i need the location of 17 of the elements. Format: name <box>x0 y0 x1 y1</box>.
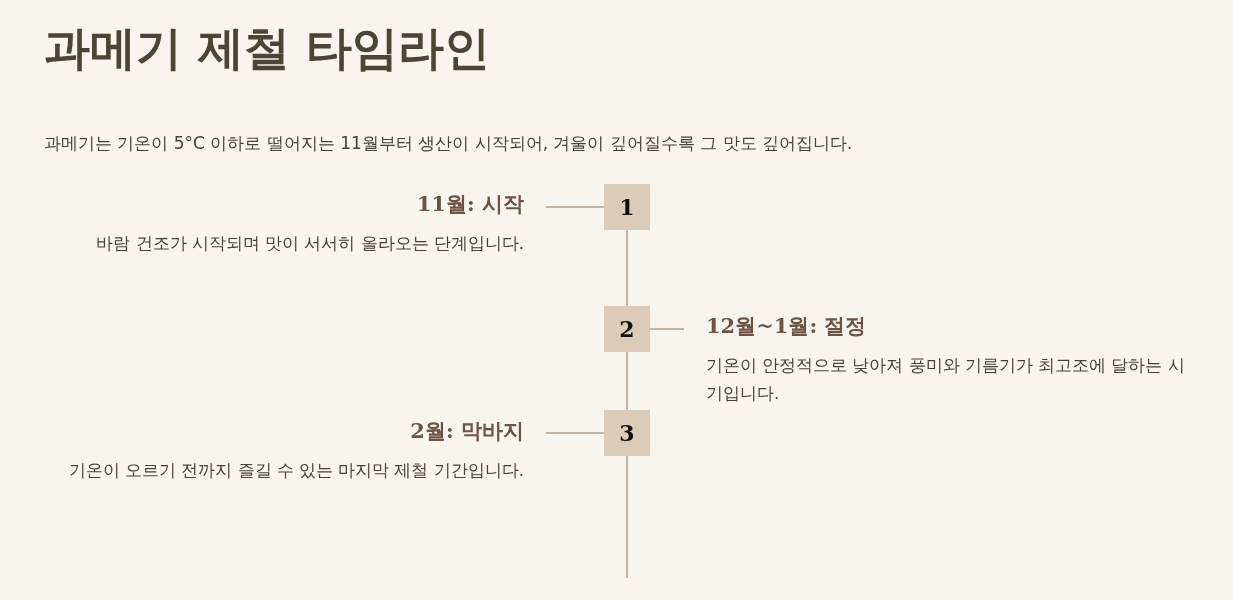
connector-line <box>545 206 605 208</box>
period-description: 기온이 안정적으로 낮아져 풍미와 기름기가 최고조에 달하는 시기입니다. <box>706 355 1186 405</box>
step-number-box: 1 <box>604 184 650 230</box>
timeline-line <box>626 351 628 411</box>
intro-text: 과메기는 기온이 5°C 이하로 떨어지는 11월부터 생산이 시작되어, 겨울이 깊어질수록 그 맛도 깊어집니다. <box>44 132 853 155</box>
period-heading: 11월: 시작 <box>415 190 524 218</box>
timeline-line <box>626 455 628 579</box>
period-description: 기온이 오르기 전까지 즐길 수 있는 마지막 제철 기간입니다. <box>67 460 524 482</box>
step-number-box: 3 <box>604 410 650 456</box>
timeline-line <box>626 229 628 307</box>
connector-line <box>649 328 685 330</box>
step-number-box: 2 <box>604 306 650 352</box>
connector-line <box>545 432 605 434</box>
period-heading: 2월: 막바지 <box>409 417 524 445</box>
period-heading: 12월~1월: 절정 <box>706 312 868 340</box>
page-title: 과메기 제철 타임라인 <box>44 20 491 77</box>
period-description: 바람 건조가 시작되며 맛이 서서히 올라오는 단계입니다. <box>95 233 524 255</box>
